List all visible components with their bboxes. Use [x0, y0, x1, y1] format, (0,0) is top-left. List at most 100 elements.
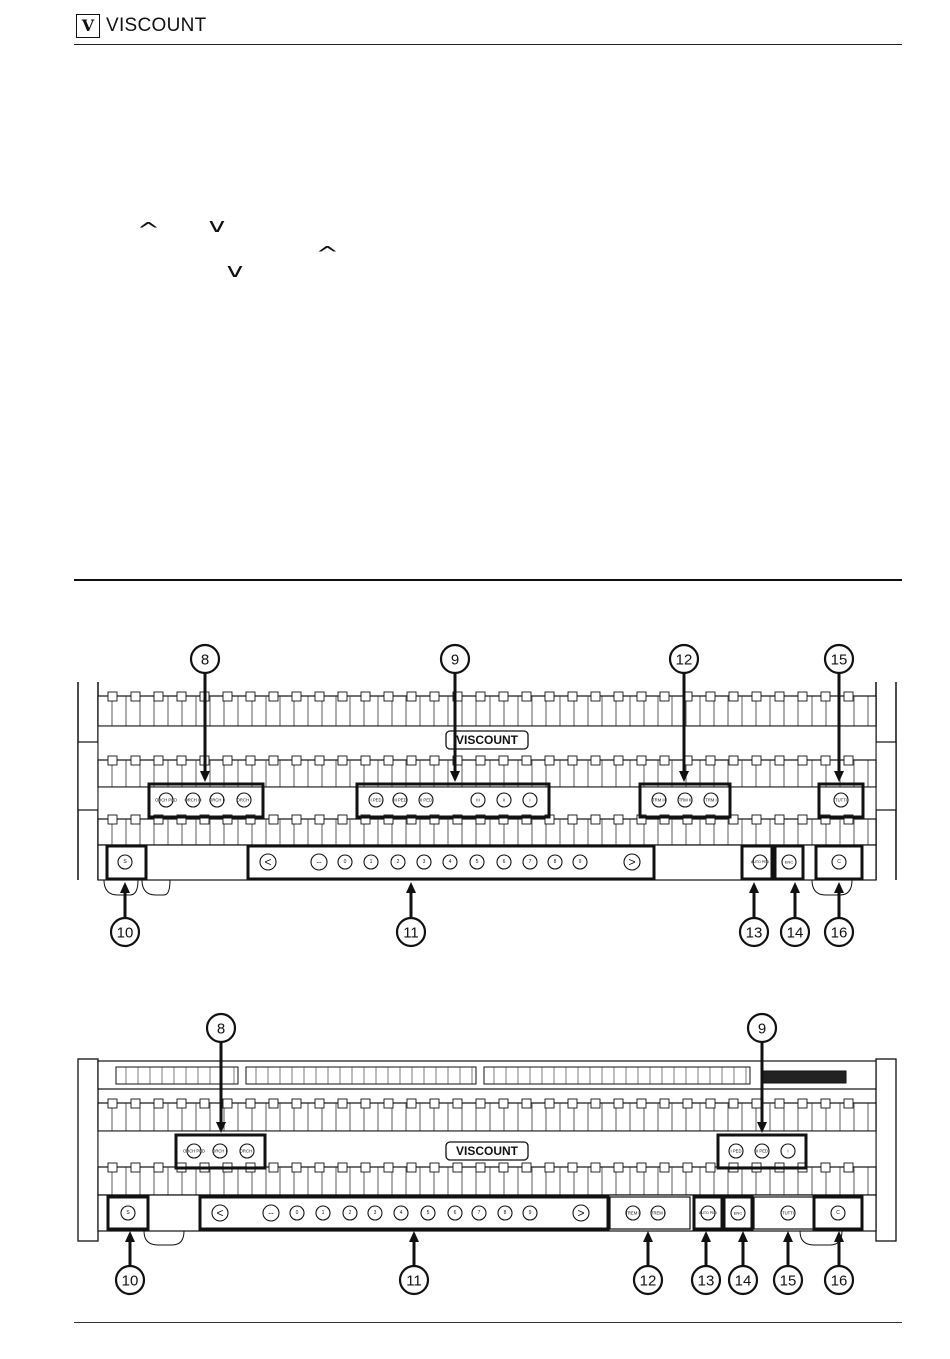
black-key — [406, 691, 417, 702]
combination-button[interactable] — [522, 854, 538, 870]
orch-button[interactable] — [239, 1143, 255, 1159]
combination-button[interactable] — [390, 854, 406, 870]
group-box-14 — [722, 1195, 754, 1231]
tremulant-button[interactable] — [650, 1205, 666, 1221]
combination-button[interactable] — [572, 854, 588, 870]
black-key — [107, 1098, 118, 1109]
black-key — [843, 691, 854, 702]
black-key — [521, 1162, 532, 1173]
black-key — [360, 691, 371, 702]
orch-button[interactable] — [236, 792, 252, 808]
orch-button[interactable] — [186, 1143, 202, 1159]
enc-button[interactable] — [781, 854, 797, 870]
coupler-button[interactable] — [392, 792, 408, 808]
auto-ped-button[interactable] — [752, 854, 768, 870]
orch-button[interactable] — [158, 792, 174, 808]
combination-button-label: 1 — [322, 1210, 325, 1216]
black-key — [176, 1098, 187, 1109]
combination-button[interactable] — [342, 1205, 358, 1221]
combination-button[interactable] — [367, 1205, 383, 1221]
combination-button[interactable] — [363, 854, 379, 870]
stop-group-center — [245, 1066, 477, 1085]
tremulant-button[interactable] — [703, 792, 719, 808]
combination-button[interactable] — [337, 854, 353, 870]
orch-button[interactable] — [212, 1143, 228, 1159]
up-arrow-icon: ^ — [136, 218, 161, 242]
callout-circle — [398, 1264, 430, 1296]
tremulant-button[interactable] — [677, 792, 693, 808]
coupler-button[interactable] — [754, 1143, 770, 1159]
black-key — [567, 755, 578, 766]
dash-button[interactable] — [262, 1204, 280, 1222]
combination-button-label: 0 — [296, 1210, 299, 1216]
combination-button-label: 2 — [397, 859, 400, 865]
combination-button[interactable] — [497, 1205, 513, 1221]
previous-button[interactable] — [211, 1204, 229, 1222]
black-key — [153, 1098, 164, 1109]
combination-button[interactable] — [469, 854, 485, 870]
black-key — [291, 1162, 302, 1173]
black-key — [498, 691, 509, 702]
coupler-button[interactable] — [418, 792, 434, 808]
next-button[interactable] — [572, 1204, 590, 1222]
callout-circle — [690, 1264, 722, 1296]
next-button-label: > — [628, 855, 635, 869]
orch-button[interactable] — [185, 792, 201, 808]
black-key — [314, 814, 325, 825]
cancel-button[interactable] — [830, 1205, 846, 1221]
black-key — [498, 814, 509, 825]
combination-button[interactable] — [522, 1205, 538, 1221]
cancel-button[interactable] — [831, 854, 847, 870]
tremulant-button[interactable] — [651, 792, 667, 808]
black-key — [498, 1098, 509, 1109]
combination-button[interactable] — [471, 1205, 487, 1221]
black-key — [314, 1098, 325, 1109]
callout-circle — [746, 1012, 778, 1044]
tutti-button[interactable] — [780, 1205, 796, 1221]
combination-button[interactable] — [416, 854, 432, 870]
footer-rule — [74, 1322, 902, 1323]
black-key — [659, 1098, 670, 1109]
callout-number: 10 — [117, 925, 134, 942]
coupler-button[interactable] — [368, 792, 384, 808]
coupler-button[interactable] — [496, 792, 512, 808]
combination-button[interactable] — [315, 1205, 331, 1221]
tutti-button[interactable] — [833, 792, 849, 808]
callout-number: 11 — [406, 1273, 422, 1290]
tremulant-button[interactable] — [625, 1205, 641, 1221]
combination-button[interactable] — [447, 1205, 463, 1221]
set-button[interactable] — [120, 1205, 136, 1221]
coupler-button[interactable] — [522, 792, 538, 808]
combination-button[interactable] — [289, 1205, 305, 1221]
brand-plate — [445, 730, 529, 750]
black-key — [153, 1162, 164, 1173]
black-key — [659, 691, 670, 702]
black-key — [268, 691, 279, 702]
callout-arrowhead — [701, 1231, 711, 1242]
coupler-button[interactable] — [470, 792, 486, 808]
next-button[interactable] — [623, 853, 641, 871]
auto-ped-button[interactable] — [700, 1205, 716, 1221]
combination-button[interactable] — [496, 854, 512, 870]
previous-button[interactable] — [259, 853, 277, 871]
combination-button[interactable] — [442, 854, 458, 870]
black-key — [636, 1098, 647, 1109]
black-key — [682, 814, 693, 825]
combination-button-label: 6 — [503, 859, 506, 865]
coupler-button[interactable] — [780, 1143, 796, 1159]
black-key — [843, 1162, 854, 1173]
black-key — [475, 755, 486, 766]
black-key — [383, 814, 394, 825]
callout-number: 10 — [122, 1273, 139, 1290]
set-button[interactable] — [117, 854, 133, 870]
callout-arrowhead — [450, 771, 460, 782]
orch-button[interactable] — [209, 792, 225, 808]
dash-button[interactable] — [310, 853, 328, 871]
combination-button[interactable] — [420, 1205, 436, 1221]
coupler-button[interactable] — [728, 1143, 744, 1159]
combination-button[interactable] — [547, 854, 563, 870]
combination-button[interactable] — [393, 1205, 409, 1221]
orch-button-label: ORCH I — [237, 798, 252, 803]
coupler-button-label: I — [529, 798, 530, 803]
enc-button[interactable] — [730, 1205, 746, 1221]
